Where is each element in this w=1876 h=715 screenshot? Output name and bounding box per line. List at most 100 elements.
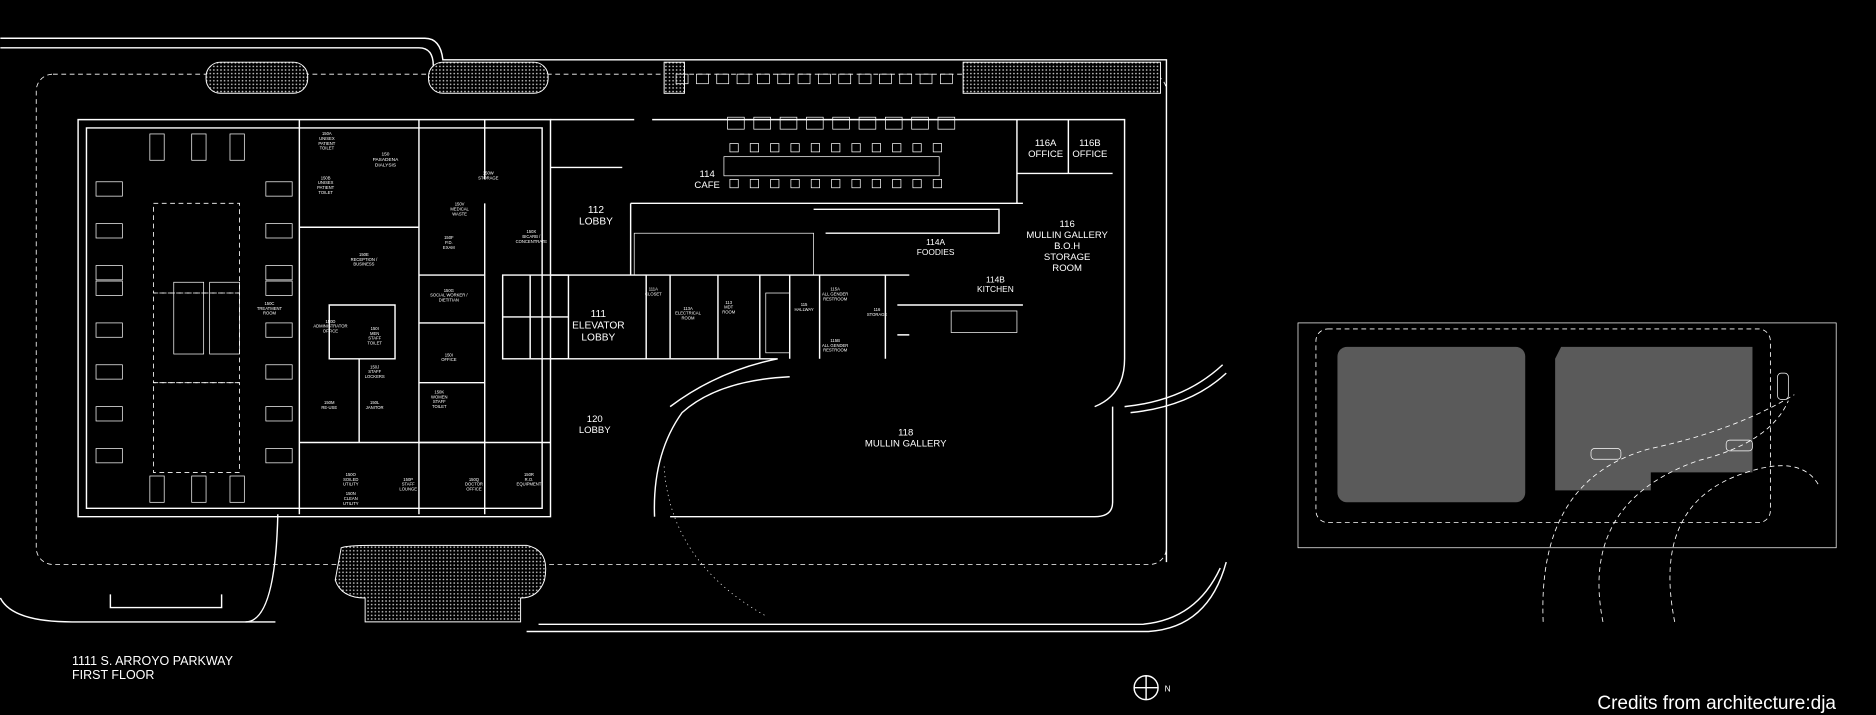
treatment-chair (265, 223, 293, 239)
room-name: ELEVATOR (572, 321, 625, 332)
room-number: 116B (1079, 138, 1101, 149)
cafe-table (911, 116, 929, 130)
room-name: MDT (724, 305, 733, 310)
cafe-seat (749, 143, 759, 153)
room-name: TOILET (367, 341, 382, 346)
cafe-seat (932, 179, 942, 189)
room-name: BUSINESS (353, 262, 374, 267)
room-name: CLEAN (344, 496, 358, 501)
treatment-chair (209, 281, 240, 355)
room-name: CAFE (694, 180, 719, 191)
room-name: STORAGE (1044, 252, 1091, 263)
room-number: 115 (801, 302, 808, 307)
treatment-chair (229, 133, 245, 161)
treatment-chair (265, 406, 293, 422)
cafe-table (779, 116, 798, 130)
room-name: LOBBY (579, 425, 611, 436)
cafe-seat (810, 179, 820, 189)
room-number: 116A (1035, 138, 1057, 149)
treatment-chair (149, 133, 165, 161)
room-number: 114A (926, 237, 945, 247)
room-number: 118 (898, 427, 913, 438)
cafe-table (806, 116, 824, 130)
room-name: OFFICE (1028, 149, 1063, 160)
address-label: 1111 S. ARROYO PARKWAY (72, 654, 233, 668)
room-number: 150M (324, 400, 335, 405)
treatment-chair (153, 292, 240, 384)
drawing-title: 1111 S. ARROYO PARKWAY FIRST FLOOR (72, 654, 233, 682)
room-name: MULLIN GALLERY (1026, 230, 1108, 241)
room-number: 150 (381, 151, 389, 157)
cafe-table (832, 116, 850, 130)
room-name: TOILET (320, 146, 335, 151)
cafe-seat (851, 143, 861, 153)
room-name: RECEPTION / (351, 257, 378, 262)
room-number: 115B (830, 338, 840, 343)
cafe-table (937, 116, 956, 130)
cafe-seat (749, 179, 759, 189)
treatment-chair (229, 475, 245, 503)
room-number: 111 (591, 309, 607, 320)
cafe-table (753, 116, 771, 130)
site-plan-key (1297, 322, 1837, 622)
room-name: EQUIPMENT (517, 482, 542, 487)
cafe-table (723, 156, 940, 177)
room-number: 150B (321, 175, 331, 180)
room-name: OFFICE (323, 329, 339, 334)
patio-seat (919, 73, 933, 85)
treatment-chair (95, 223, 123, 239)
room-number: 150E (359, 252, 369, 257)
room-number: 150W (483, 171, 494, 176)
patio-seat (797, 73, 811, 85)
cafe-seat (932, 143, 942, 153)
cafe-table (727, 116, 745, 130)
cafe-seat (729, 143, 739, 153)
room-name: SOILED (343, 477, 358, 482)
room-name: STAFF (402, 482, 415, 487)
patio-seat (696, 73, 709, 85)
room-number: 150D (325, 319, 335, 324)
room-name: ROOM (722, 309, 736, 314)
cafe-seat (892, 179, 902, 189)
patio-seat (879, 73, 892, 85)
room-name: HALLWAY (794, 307, 813, 312)
treatment-chair (265, 181, 293, 197)
room-name: ROOM (682, 315, 696, 320)
room-name: DIALYSIS (375, 162, 396, 168)
room-name: STORAGE (867, 312, 888, 317)
treatment-chair (95, 280, 123, 296)
patio-seat (777, 73, 791, 85)
room-name: TOILET (432, 404, 447, 409)
room-number: 150K (434, 389, 444, 394)
room-number: 150C (264, 301, 274, 306)
treatment-chair (265, 265, 293, 281)
room-number: 150V (455, 202, 465, 207)
room-name: PATIENT (318, 141, 335, 146)
room-number: 150A (322, 131, 332, 136)
cafe-table (858, 116, 877, 130)
cafe-table (885, 116, 903, 130)
room-number: 150I (445, 352, 453, 357)
room-number: 114B (986, 274, 1005, 284)
room-name: FOODIES (917, 247, 955, 257)
cafe-seat (790, 179, 800, 189)
treatment-chair (265, 280, 293, 296)
room-name: ADMINISTRATOR (313, 324, 347, 329)
treatment-chair (95, 322, 123, 338)
treatment-chair (265, 364, 293, 380)
treatment-chair (95, 181, 123, 197)
patio-seat (940, 73, 953, 85)
treatment-chair (191, 133, 207, 161)
room-name: TREATMENT (257, 306, 283, 311)
room-name: LOUNGE (399, 486, 417, 491)
cafe-seating (675, 73, 956, 189)
room-name: P.D. (445, 240, 453, 245)
room-number: 150L (370, 400, 380, 405)
cafe-seat (851, 179, 861, 189)
room-number: 150O (346, 472, 357, 477)
cafe-seat (770, 179, 780, 189)
patio-seat (858, 73, 872, 85)
room-name: UNISEX (318, 180, 334, 185)
room-labels: 150AUNISEXPATIENTTOILET150BUNISEXPATIENT… (257, 131, 1109, 506)
